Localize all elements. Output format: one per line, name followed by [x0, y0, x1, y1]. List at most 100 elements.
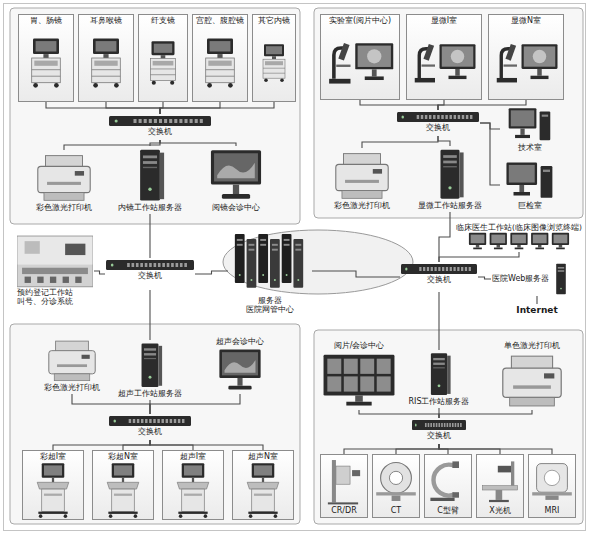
node-label: X光机 [489, 506, 510, 516]
node-label: 单色激光打印机 [504, 341, 560, 351]
icon-part [182, 463, 205, 478]
network-cable [439, 444, 552, 454]
icon-part [524, 46, 556, 66]
icon-part [449, 115, 451, 119]
icon-part [249, 249, 255, 251]
icon-part [504, 64, 518, 66]
icon-part [430, 498, 454, 501]
icon-part [514, 192, 530, 196]
icon-part [497, 78, 517, 83]
panel [10, 8, 300, 224]
node-label: 服务器 [258, 296, 282, 306]
icon-part [52, 477, 54, 482]
device-node: 实验室(阅片中心) [320, 14, 400, 100]
icon-part [252, 489, 275, 512]
icon-part [158, 263, 161, 267]
icon-part [233, 185, 239, 194]
icon-part [112, 489, 135, 512]
icon-part [272, 244, 278, 246]
icon-part [498, 466, 511, 473]
icon-part [154, 43, 172, 52]
icon-part [254, 465, 272, 475]
device-icon [229, 227, 311, 296]
icon-part [443, 161, 457, 164]
node-label: MRI [545, 506, 560, 516]
node-label: 显微I室 [431, 16, 457, 26]
icon-part [469, 267, 471, 271]
icon-part [367, 49, 381, 63]
node-label: 医院网管中心 [246, 305, 294, 315]
device-node: CT [372, 454, 420, 518]
device-icon [164, 462, 222, 518]
icon-part [114, 465, 132, 475]
icon-part [106, 260, 194, 270]
network-cable [123, 440, 150, 450]
icon-part [297, 279, 299, 281]
icon-part [141, 419, 143, 423]
icon-part [476, 245, 479, 248]
icon-part [184, 493, 202, 495]
icon-part [264, 44, 284, 56]
icon-part [433, 465, 454, 496]
device-icon [322, 26, 398, 98]
network-cable [149, 290, 150, 340]
icon-part [207, 38, 233, 54]
icon-part [295, 249, 301, 251]
icon-part [531, 75, 549, 78]
icon-part [434, 267, 436, 271]
icon-part [345, 180, 379, 183]
icon-part [144, 353, 156, 355]
icon-part [473, 248, 482, 250]
icon-part [360, 358, 374, 373]
icon-part [103, 54, 108, 58]
icon-part [200, 119, 203, 123]
device-icon [549, 263, 573, 295]
icon-part [140, 263, 143, 267]
icon-part [448, 186, 451, 189]
device-node: 预约登记工作站叫号、分诊系统 [16, 234, 94, 308]
icon-part [554, 235, 568, 244]
icon-part [235, 234, 245, 283]
icon-part [37, 482, 69, 489]
device-node: 胃、肠镜 [18, 14, 74, 102]
device-icon [426, 456, 470, 506]
icon-part [442, 46, 474, 66]
icon-part [217, 163, 255, 179]
icon-part [44, 465, 62, 475]
icon-part [469, 233, 486, 245]
node-label: 彩色激光打印机 [334, 201, 390, 211]
device-node: 彩超I室 [22, 450, 84, 520]
icon-part [192, 477, 194, 482]
icon-part [376, 492, 416, 495]
icon-part [148, 188, 151, 191]
icon-part [377, 376, 391, 391]
icon-part [450, 267, 452, 271]
icon-part [33, 38, 59, 54]
device-icon [404, 351, 474, 397]
network-cable [312, 271, 400, 277]
icon-part [249, 514, 253, 518]
icon-part [428, 423, 430, 427]
icon-part [520, 128, 524, 134]
network-cable [53, 440, 150, 450]
icon-part [455, 69, 460, 76]
icon-part [92, 69, 121, 70]
device-icon [113, 147, 187, 203]
icon-part [559, 245, 562, 248]
device-icon [109, 415, 191, 427]
icon-part [137, 419, 139, 423]
icon-part [109, 416, 191, 426]
icon-part [329, 78, 350, 83]
icon-part [422, 64, 436, 66]
network-cable [480, 123, 500, 185]
node-label: 超声工作站服务器 [118, 389, 182, 399]
icon-part [489, 500, 509, 502]
icon-part [177, 482, 209, 489]
icon-part [129, 419, 131, 423]
icon-part [460, 152, 464, 197]
icon-part [471, 235, 485, 244]
icon-part [429, 115, 431, 119]
icon-part [107, 482, 139, 489]
node-label: 超声I室 [180, 452, 206, 462]
node-label: 医院Web服务器 [492, 274, 549, 284]
